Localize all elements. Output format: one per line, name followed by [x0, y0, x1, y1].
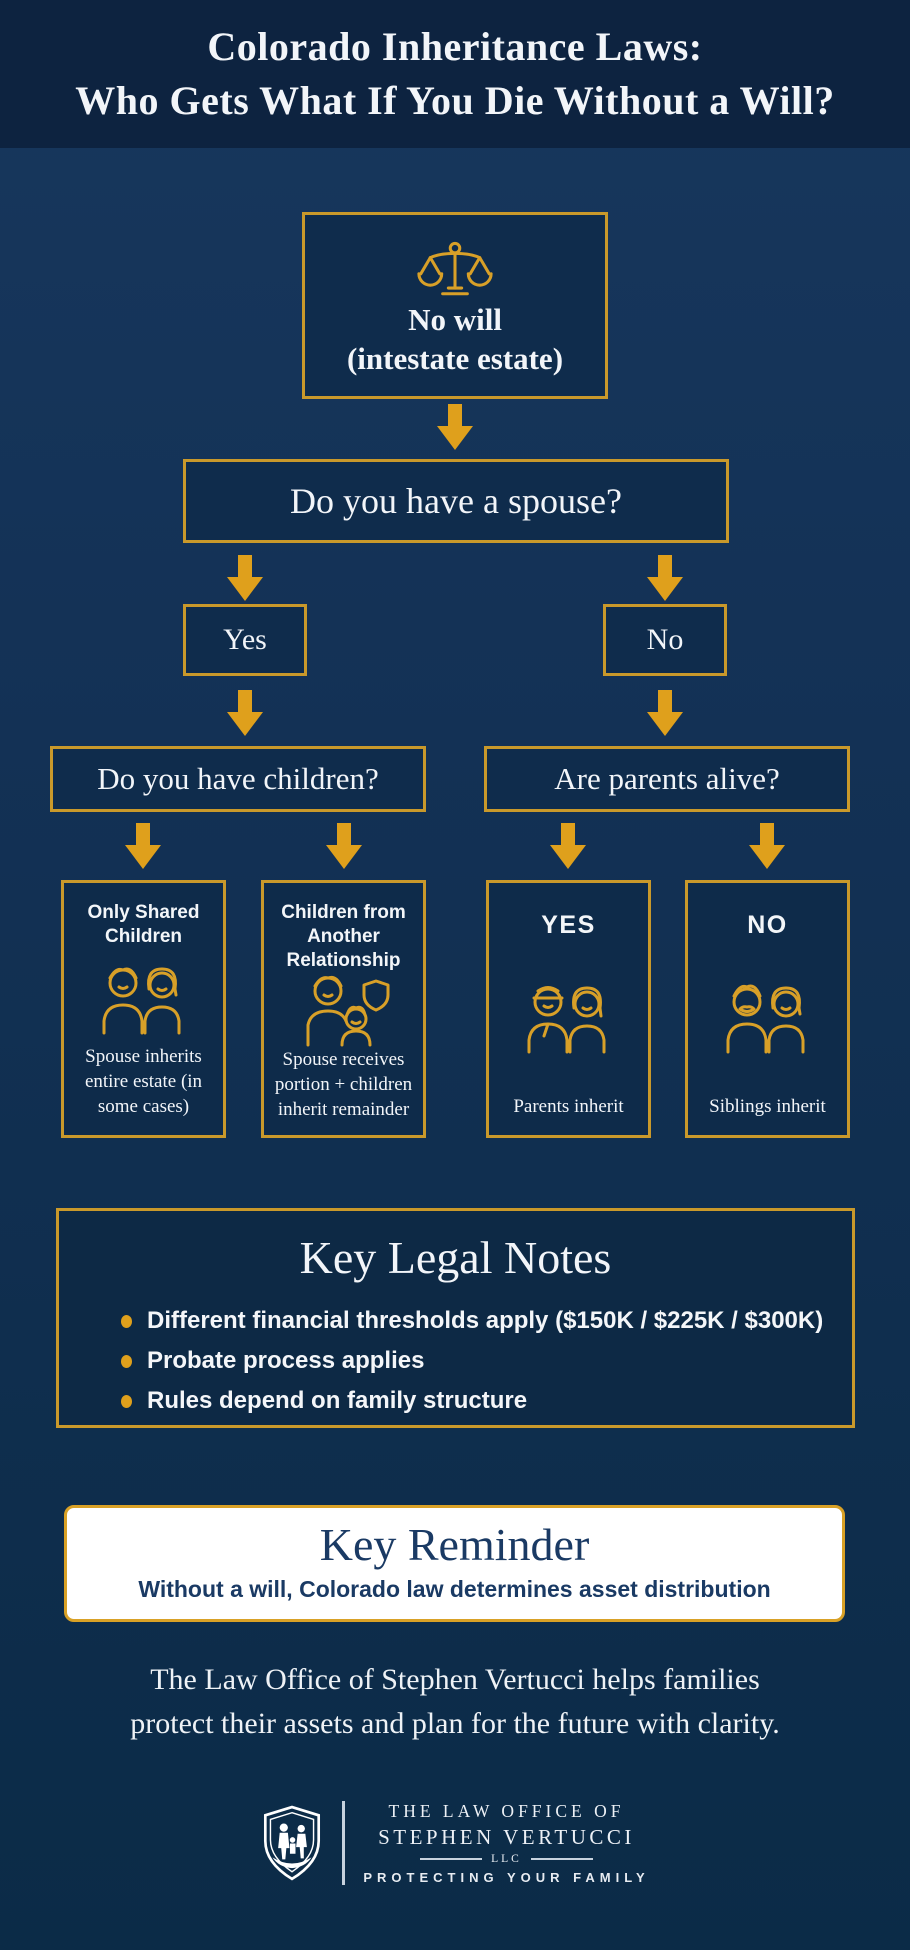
bullet-dot-icon — [121, 1314, 132, 1328]
key-reminder-panel: Key Reminder Without a will, Colorado la… — [64, 1505, 845, 1622]
card-title: NO — [747, 911, 788, 939]
firm-logo: THE LAW OFFICE OF STEPHEN VERTUCCI LLC P… — [0, 1793, 910, 1893]
reminder-text: Without a will, Colorado law determines … — [138, 1576, 771, 1602]
legal-note-item: Rules depend on family structure — [121, 1381, 852, 1421]
legal-notes-title: Key Legal Notes — [299, 1232, 612, 1283]
card-title: YES — [541, 911, 596, 939]
down-arrow-icon — [749, 823, 785, 869]
down-arrow-icon — [227, 555, 263, 601]
parent-child-shield-icon — [298, 973, 390, 1047]
flow-node-answer-yes: Yes — [183, 604, 307, 676]
no-will-label: No will — [408, 301, 502, 337]
outcome-card-siblings-inherit: NO Siblings inherit — [685, 880, 850, 1138]
scales-of-justice-icon — [417, 240, 493, 300]
card-title: Children from Another Relationship — [281, 902, 406, 971]
legal-note-item: Probate process applies — [121, 1341, 852, 1381]
intestate-label: (intestate estate) — [346, 340, 564, 376]
down-arrow-icon — [550, 823, 586, 869]
down-arrow-icon — [647, 690, 683, 736]
firm-tagline: The Law Office of Stephen Vertucci helps… — [130, 1663, 780, 1740]
siblings-couple-icon — [719, 976, 817, 1056]
family-shield-icon — [260, 1804, 324, 1882]
logo-llc-row: LLC — [420, 1853, 593, 1865]
logo-divider — [342, 1801, 346, 1885]
bullet-dot-icon — [121, 1354, 132, 1368]
outcome-card-parents-inherit: YES Parents inherit — [486, 880, 651, 1138]
logo-rule-right — [530, 1858, 593, 1860]
legal-note-text: Rules depend on family structure — [147, 1387, 528, 1414]
flow-node-question-spouse: Do you have a spouse? — [183, 459, 729, 543]
down-arrow-icon — [125, 823, 161, 869]
legal-note-text: Probate process applies — [147, 1347, 425, 1374]
logo-line3: LLC — [491, 1853, 522, 1865]
bullet-dot-icon — [121, 1394, 132, 1408]
logo-text-block: THE LAW OFFICE OF STEPHEN VERTUCCI LLC P… — [363, 1801, 649, 1885]
header-banner: Colorado Inheritance Laws: Who Gets What… — [0, 0, 910, 148]
card-title: Only Shared Children — [87, 902, 200, 947]
card-description: Siblings inherit — [709, 1096, 826, 1117]
logo-line1: THE LAW OFFICE OF — [388, 1801, 625, 1821]
flow-node-question-parents: Are parents alive? — [484, 746, 850, 812]
flow-node-no-will: No will (intestate estate) — [302, 212, 608, 399]
outcome-card-shared-children: Only Shared Children Spouse inherits ent… — [61, 880, 226, 1138]
key-legal-notes-panel: Key Legal Notes Different financial thre… — [56, 1208, 855, 1428]
down-arrow-icon — [227, 690, 263, 736]
parents-couple-icon — [520, 976, 618, 1056]
card-description: Parents inherit — [513, 1096, 624, 1117]
logo-line4: PROTECTING YOUR FAMILY — [363, 1870, 650, 1885]
card-description: Spouse receives portion + children inher… — [274, 1049, 413, 1120]
logo-line2: STEPHEN VERTUCCI — [378, 1825, 635, 1849]
reminder-title: Key Reminder — [319, 1519, 590, 1570]
logo-rule-left — [420, 1858, 483, 1860]
page-title-line1: Colorado Inheritance Laws: — [207, 24, 703, 69]
flow-node-answer-no: No — [603, 604, 727, 676]
legal-note-text: Different financial thresholds apply ($1… — [147, 1307, 824, 1334]
outcome-card-children-other-relationship: Children from Another Relationship Spous… — [261, 880, 426, 1138]
down-arrow-icon — [326, 823, 362, 869]
down-arrow-icon — [647, 555, 683, 601]
shared-children-couple-icon — [95, 957, 193, 1037]
legal-notes-list: Different financial thresholds apply ($1… — [59, 1301, 852, 1421]
page-title-line2: Who Gets What If You Die Without a Will? — [75, 78, 835, 123]
down-arrow-icon — [437, 404, 473, 450]
card-description: Spouse inherits entire estate (in some c… — [84, 1046, 203, 1117]
legal-note-item: Different financial thresholds apply ($1… — [121, 1301, 852, 1341]
flow-node-question-children: Do you have children? — [50, 746, 426, 812]
